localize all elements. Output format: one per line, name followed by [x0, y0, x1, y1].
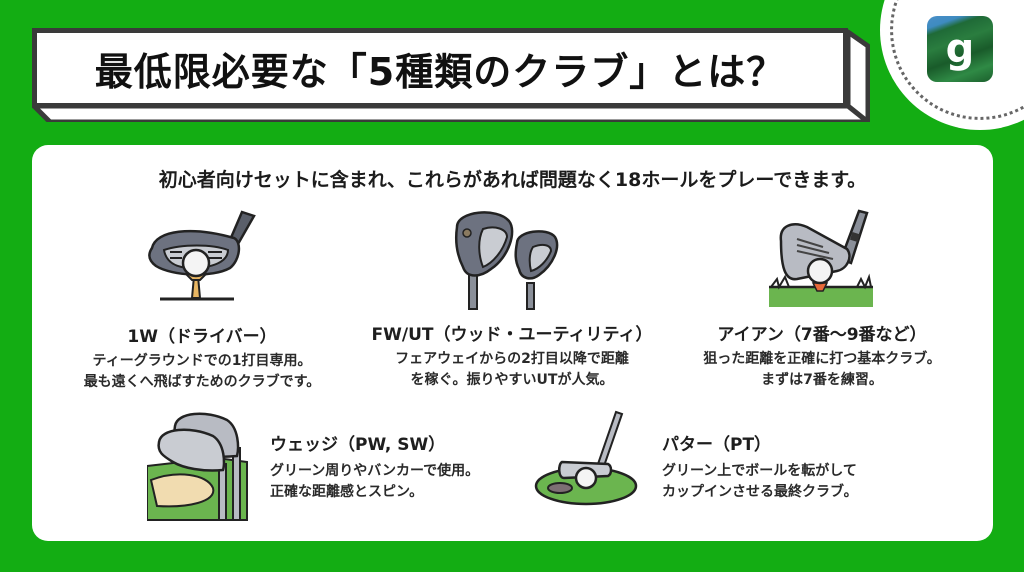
golf-site-logo-icon[interactable]: g: [927, 16, 993, 82]
club-description-line: グリーン上でボールを転がして: [662, 463, 857, 479]
club-title: パター（PT）: [662, 435, 772, 455]
club-title: アイアン（7番～9番など）: [717, 325, 927, 345]
club-description-line: フェアウェイからの2打目以降で距離: [395, 351, 629, 367]
club-description-line: 最も遠くへ飛ばすためのクラブです。: [83, 374, 321, 390]
club-title: 1W（ドライバー）: [127, 327, 277, 347]
driver-icon: [142, 210, 262, 310]
club-wedge: ウェッジ（PW, SW） グリーン周りやバンカーで使用。 正確な距離感とスピン。: [147, 408, 507, 526]
title-box: 最低限必要な「5種類のクラブ」とは？: [32, 28, 848, 108]
club-description-line: ティーグラウンドでの1打目専用。: [92, 353, 312, 369]
club-description-line: グリーン周りやバンカーで使用。: [270, 463, 480, 479]
iron-icon: [767, 207, 877, 310]
club-title: ウェッジ（PW, SW）: [270, 435, 446, 455]
wedge-icon: [147, 408, 252, 523]
putter-icon: [532, 408, 647, 508]
club-description-line: を稼ぐ。振りやすいUTが人気。: [410, 372, 614, 388]
club-description-line: カップインさせる最終クラブ。: [662, 484, 858, 500]
club-description-line: 正確な距離感とスピン。: [270, 484, 424, 500]
logo-glyph: g: [945, 26, 975, 72]
club-fairway-utility: FW/UT（ウッド・ユーティリティ） フェアウェイからの2打目以降で距離 を稼ぐ…: [362, 207, 662, 391]
page-title: 最低限必要な「5種類のクラブ」とは？: [94, 49, 786, 94]
club-description-line: 狙った距離を正確に打つ基本クラブ。: [703, 351, 941, 367]
club-putter: パター（PT） グリーン上でボールを転がして カップインさせる最終クラブ。: [532, 408, 912, 526]
card-subtitle: 初心者向けセットに含まれ、これらがあれば問題なく18ホールをプレーできます。: [158, 169, 867, 191]
club-iron: アイアン（7番～9番など） 狙った距離を正確に打つ基本クラブ。 まずは7番を練習…: [687, 207, 957, 391]
fairway-wood-utility-icon: [447, 207, 577, 310]
club-title: FW/UT（ウッド・ユーティリティ）: [371, 325, 653, 345]
content-card: 初心者向けセットに含まれ、これらがあれば問題なく18ホールをプレーできます。 1…: [32, 145, 993, 541]
club-driver: 1W（ドライバー） ティーグラウンドでの1打目専用。 最も遠くへ飛ばすためのクラ…: [72, 210, 332, 393]
title-banner: 最低限必要な「5種類のクラブ」とは？: [32, 28, 872, 124]
club-description-line: まずは7番を練習。: [761, 372, 883, 388]
